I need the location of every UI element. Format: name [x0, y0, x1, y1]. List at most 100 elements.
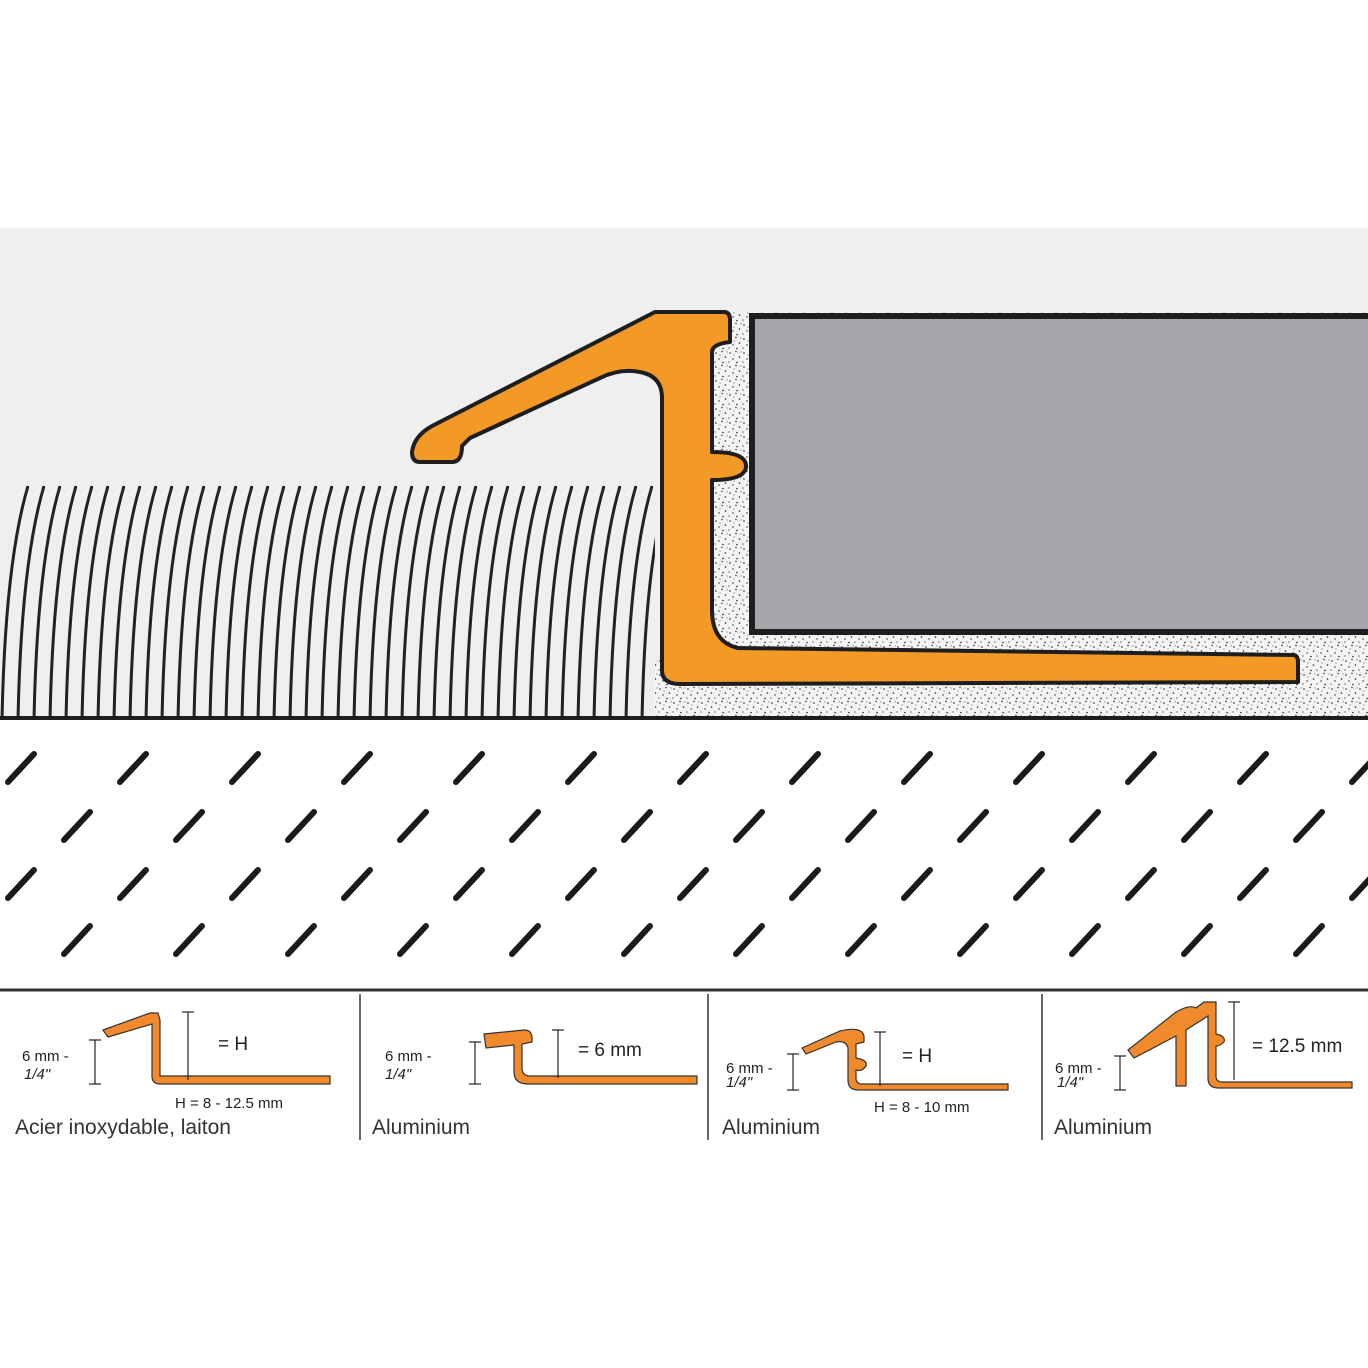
- profile-shape: [1127, 1001, 1353, 1089]
- dimension-bracket: [787, 1053, 799, 1091]
- substrate-dash: [733, 809, 765, 843]
- dimension-bracket: [89, 1039, 101, 1085]
- carpet-fibre: [160, 485, 190, 718]
- carpet-fibre: [192, 485, 222, 718]
- carpet-fibre: [624, 485, 654, 718]
- substrate-dash: [565, 867, 597, 901]
- carpet-fibre: [352, 485, 382, 718]
- profile-variant-4: 6 mm - 1/4" = 12.5 mm Aluminium: [1054, 1001, 1353, 1139]
- carpet-fibre: [576, 485, 606, 718]
- substrate-dash: [1125, 867, 1157, 901]
- dimension-bracket: [1114, 1055, 1126, 1091]
- profile-shape: [801, 1028, 1009, 1091]
- material-label: Acier inoxydable, laiton: [15, 1116, 231, 1139]
- carpet-fibre: [272, 485, 302, 718]
- profile-variant-2: 6 mm - 1/4" = 6 mm Aluminium: [372, 1029, 698, 1139]
- carpet-fibre: [336, 485, 366, 718]
- dim-right: = H: [218, 1034, 248, 1055]
- dim-bottom: H = 8 - 12.5 mm: [175, 1095, 283, 1112]
- substrate-dash: [229, 867, 261, 901]
- substrate-dash: [397, 809, 429, 843]
- substrate-dash: [901, 867, 933, 901]
- dim-left-bottom: 1/4": [726, 1074, 753, 1091]
- carpet-fibre: [480, 485, 510, 718]
- substrate-dash: [61, 923, 93, 957]
- carpet-fibre: [0, 485, 30, 718]
- dim-left-top: 6 mm -: [22, 1048, 69, 1065]
- carpet-fibre: [256, 485, 286, 718]
- substrate-dash: [173, 809, 205, 843]
- carpet-fibre: [176, 485, 206, 718]
- substrate-dash: [1293, 923, 1325, 957]
- substrate-dash: [845, 809, 877, 843]
- carpet-fibre: [592, 485, 622, 718]
- dimension-bracket: [182, 1011, 194, 1080]
- tile: [749, 313, 1368, 635]
- substrate-dash: [5, 751, 37, 785]
- substrate-dash: [1069, 809, 1101, 843]
- dim-left-top: 6 mm -: [385, 1048, 432, 1065]
- substrate-dash: [509, 923, 541, 957]
- dim-right: = 6 mm: [578, 1040, 642, 1061]
- substrate-dash: [1349, 876, 1368, 901]
- carpet-fibre: [64, 485, 94, 718]
- substrate-dash: [509, 809, 541, 843]
- substrate-dash: [117, 751, 149, 785]
- dim-left-bottom: 1/4": [1057, 1074, 1084, 1091]
- transition-profile: [410, 310, 1300, 686]
- substrate-dash: [285, 923, 317, 957]
- carpet-fibre: [144, 485, 174, 718]
- dimension-bracket: [1228, 1001, 1240, 1080]
- carpet-fibre: [432, 485, 462, 718]
- dim-right: = H: [902, 1046, 932, 1067]
- carpet-fibre: [640, 536, 655, 718]
- substrate-dash: [789, 751, 821, 785]
- substrate-dash: [453, 867, 485, 901]
- substrate-dash: [453, 751, 485, 785]
- dim-left-top: 6 mm -: [1055, 1060, 1102, 1077]
- dim-right: = 12.5 mm: [1252, 1036, 1342, 1057]
- material-label: Aluminium: [722, 1116, 820, 1139]
- profile-shape: [483, 1029, 698, 1085]
- substrate-dash: [1237, 751, 1269, 785]
- substrate-dash: [117, 867, 149, 901]
- substrate-dash: [901, 751, 933, 785]
- dim-left-top: 6 mm -: [726, 1060, 773, 1077]
- profile-variant-3: 6 mm - 1/4" = H H = 8 - 10 mm Aluminium: [722, 1028, 1009, 1139]
- carpet-fibre: [208, 485, 238, 718]
- substrate-dash: [5, 867, 37, 901]
- carpet-fibre: [512, 485, 542, 718]
- carpet-fibre: [496, 485, 526, 718]
- carpet-fibre: [464, 485, 494, 718]
- carpet-fibre: [80, 485, 110, 718]
- substrate-dash: [957, 809, 989, 843]
- substrate-dash: [229, 751, 261, 785]
- carpet-fibre: [16, 485, 46, 718]
- carpet-fibre: [96, 485, 126, 718]
- substrate-dash: [957, 923, 989, 957]
- dimension-bracket: [469, 1041, 481, 1085]
- substrate-dash: [677, 867, 709, 901]
- carpet-fibre: [320, 485, 350, 718]
- carpet-fibre: [240, 485, 270, 718]
- substrate-dash: [789, 867, 821, 901]
- carpet-fibre: [304, 485, 334, 718]
- substrate-dash: [621, 923, 653, 957]
- carpet-fibre: [448, 485, 478, 718]
- substrate-dash: [1013, 867, 1045, 901]
- substrate-dash: [285, 809, 317, 843]
- carpet-fibre: [560, 485, 590, 718]
- substrate-dash: [677, 751, 709, 785]
- substrate-dash: [61, 809, 93, 843]
- dimension-bracket: [874, 1031, 886, 1086]
- substrate-dash: [1069, 923, 1101, 957]
- carpet-fibre: [400, 485, 430, 718]
- substrate-dash: [565, 751, 597, 785]
- substrate-dash: [1293, 809, 1325, 843]
- carpet-fibre: [288, 485, 318, 718]
- dim-bottom: H = 8 - 10 mm: [874, 1099, 969, 1116]
- carpet-fibres: [0, 485, 655, 718]
- carpet-fibre: [384, 485, 414, 718]
- carpet-fibre: [32, 485, 62, 718]
- substrate-dash: [1013, 751, 1045, 785]
